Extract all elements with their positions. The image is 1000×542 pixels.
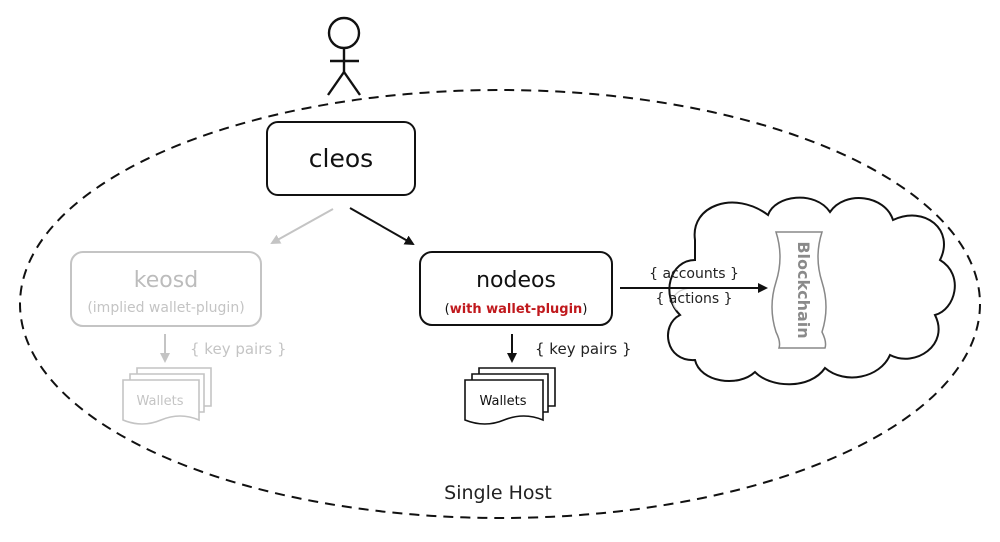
- keosd-node[interactable]: keosd (implied wallet-plugin): [70, 251, 262, 327]
- nodeos-wallets-icon: Wallets: [464, 367, 556, 425]
- cleos-label: cleos: [309, 144, 373, 173]
- keosd-sublabel: (implied wallet-plugin): [87, 300, 244, 316]
- cleos-to-nodeos-arrow: [349, 207, 415, 245]
- single-host-boundary: [19, 89, 981, 519]
- nodeos-node[interactable]: nodeos (with wallet-plugin): [419, 251, 613, 326]
- keosd-keypairs-label: { key pairs }: [190, 340, 287, 358]
- keosd-wallets-label: Wallets: [136, 394, 183, 409]
- cleos-node[interactable]: cleos: [266, 121, 416, 196]
- blockchain-label: Blockchain: [794, 241, 813, 338]
- nodeos-sublabel: (with wallet-plugin): [445, 302, 588, 317]
- actions-label: { actions }: [655, 291, 732, 307]
- keosd-label: keosd: [134, 268, 198, 293]
- stick-figure-icon: [327, 16, 361, 96]
- keosd-wallets-icon: Wallets: [122, 367, 212, 425]
- accounts-label: { accounts }: [649, 266, 739, 282]
- single-host-label: Single Host: [444, 482, 552, 504]
- blockchain-ledger[interactable]: Blockchain: [771, 231, 827, 349]
- nodeos-keypairs-label: { key pairs }: [535, 340, 632, 358]
- nodeos-wallets-label: Wallets: [479, 394, 526, 409]
- nodeos-label: nodeos: [476, 268, 556, 293]
- cleos-to-keosd-arrow: [270, 208, 334, 244]
